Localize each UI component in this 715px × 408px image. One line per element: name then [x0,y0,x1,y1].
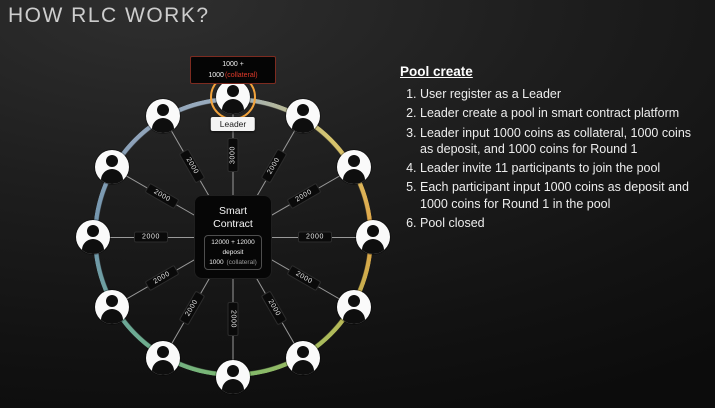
leader-badge: Leader [210,117,256,131]
pool-create-panel: Pool create User register as a LeaderLea… [400,64,698,234]
person-head [367,225,379,237]
participant-icon [146,341,180,376]
smart-contract-label: Smart Contract [213,205,253,230]
participant-icon [94,150,129,184]
pool-step: User register as a Leader [420,86,698,102]
person-head [105,155,118,167]
pool-step: Pool closed [420,215,698,231]
pool-collateral-amount: 1000 [209,258,224,266]
pool-collateral-label: (collateral) [226,258,257,266]
person-head [157,103,169,116]
participant-icon [337,290,372,324]
edge-amount-label: 3000 [227,138,239,172]
participant-icon [146,98,180,133]
person-body [152,360,174,376]
person-head [297,346,309,359]
pool-step: Leader invite 11 participants to join th… [420,160,698,176]
participant-icon [76,220,110,254]
participant-icon [216,360,250,394]
leader-contribution-line2: 1000(collateral) [191,70,275,81]
person-head [227,85,239,97]
edge-amount-label: 2000 [134,231,168,243]
person-head [297,103,309,116]
edge-amount-label: 2000 [298,231,332,243]
person-body [100,169,123,184]
participant-icon [286,341,320,376]
smart-contract-line1: Smart [218,205,247,217]
person-head [157,346,169,359]
person-body [82,239,104,254]
person-head [348,295,361,307]
person-head [87,225,99,237]
person-body [362,239,384,254]
person-body [292,360,314,376]
leader-contribution-box: 1000 + 1000(collateral) [190,56,276,85]
edge-amount-label: 2000 [227,302,239,336]
pool-step: Leader create a pool in smart contract p… [420,105,698,121]
leader-collateral-label: (collateral) [224,72,258,80]
person-head [227,365,239,377]
participant-icon [286,98,320,133]
person-body [222,379,244,394]
pool-step: Each participant input 1000 coins as dep… [420,179,698,212]
pool-create-heading: Pool create [400,64,473,79]
person-body [222,99,244,114]
rlc-pool-diagram: 1000 + 1000(collateral) Leader Smart Con… [76,56,390,394]
person-head [105,295,118,307]
person-body [292,117,314,133]
pool-collateral-line: 1000 (collateral) [209,258,257,268]
person-body [152,117,174,133]
pool-create-steps: User register as a LeaderLeader create a… [400,86,698,231]
person-body [100,309,123,324]
leader-contribution-amount: 1000 [208,72,224,80]
pool-total-deposit-label: deposit [222,248,244,256]
participant-icon [94,290,129,324]
leader-icon [216,80,250,114]
person-body [343,169,366,184]
pool-step: Leader input 1000 coins as collateral, 1… [420,125,698,158]
leader-contribution-line1: 1000 + [222,61,244,68]
pool-total-amount: 12000 + 12000 [211,239,255,247]
person-body [343,309,366,324]
pool-total-box: 12000 + 12000 deposit 1000 (collateral) [204,235,262,271]
slide-title: HOW RLC WORK? [8,4,210,27]
person-head [348,155,361,167]
participant-icon [337,150,372,184]
smart-contract-node: Smart Contract 12000 + 12000 deposit 100… [194,195,272,279]
participant-icon [356,220,390,254]
smart-contract-line2: Contract [213,217,253,230]
